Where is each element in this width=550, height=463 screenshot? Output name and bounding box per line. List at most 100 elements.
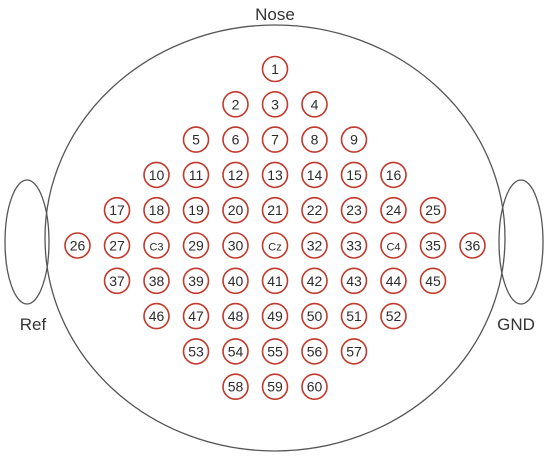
electrode-label: 58 (228, 379, 244, 395)
electrode-55: 55 (261, 338, 289, 365)
electrode-ring (261, 55, 289, 83)
electrode-label: 36 (465, 238, 481, 254)
electrode-33: 33 (340, 232, 368, 259)
electrode-ring (419, 267, 447, 295)
electrode-label: 43 (346, 273, 362, 289)
electrode-23: 23 (340, 196, 368, 224)
electrode-27: 27 (103, 232, 131, 259)
electrode-c3: C3 (143, 232, 170, 259)
electrode-47: 47 (182, 302, 210, 330)
electrode-51: 51 (340, 302, 368, 330)
electrode-label: 50 (307, 308, 323, 324)
electrode-ring (340, 161, 368, 189)
electrode-18: 18 (143, 196, 170, 224)
electrode-56: 56 (301, 338, 328, 365)
electrode-46: 46 (143, 302, 170, 330)
electrode-ring (261, 91, 289, 118)
electrode-ring (222, 126, 249, 153)
electrode-label: 2 (232, 96, 240, 112)
electrode-cz: Cz (261, 232, 289, 259)
electrode-45: 45 (419, 267, 447, 295)
electrode-ring (182, 302, 210, 330)
electrode-6: 6 (222, 126, 249, 153)
electrode-label: 1 (271, 61, 279, 77)
electrode-3: 3 (261, 91, 289, 118)
electrode-26: 26 (64, 232, 91, 259)
electrode-label: 45 (425, 273, 441, 289)
electrode-label: 44 (386, 273, 402, 289)
electrode-label: 38 (149, 273, 165, 289)
electrode-ring (261, 126, 289, 153)
electrode-29: 29 (182, 232, 210, 259)
electrode-label: 13 (267, 167, 283, 183)
electrode-c4: C4 (380, 232, 407, 259)
electrode-ring (340, 232, 368, 259)
electrode-ring (143, 161, 170, 189)
electrode-label: 15 (346, 167, 362, 183)
electrode-32: 32 (301, 232, 328, 259)
electrode-35: 35 (419, 232, 447, 259)
electrode-44: 44 (380, 267, 407, 295)
electrode-label: 35 (425, 238, 441, 254)
electrode-30: 30 (222, 232, 249, 259)
electrode-ring (222, 338, 249, 365)
electrode-ring (222, 196, 249, 224)
electrode-ring (143, 267, 170, 295)
electrode-ring (182, 126, 210, 153)
electrode-label: 49 (267, 308, 283, 324)
electrode-label: 20 (228, 202, 244, 218)
electrode-label: C4 (386, 242, 400, 254)
electrode-60: 60 (301, 373, 328, 401)
electrode-ring (301, 126, 328, 153)
electrode-label: Cz (268, 242, 281, 254)
electrode-ring (261, 338, 289, 365)
electrode-52: 52 (380, 302, 407, 330)
electrode-ring (222, 232, 249, 259)
electrode-label: 52 (386, 308, 402, 324)
electrode-label: C3 (149, 242, 163, 254)
nose-label: Nose (255, 5, 295, 24)
electrode-13: 13 (261, 161, 289, 189)
electrode-38: 38 (143, 267, 170, 295)
electrode-54: 54 (222, 338, 249, 365)
electrode-ring (103, 232, 131, 259)
electrode-12: 12 (222, 161, 249, 189)
electrode-ring (143, 232, 170, 259)
electrode-49: 49 (261, 302, 289, 330)
electrode-ring (380, 302, 407, 330)
electrode-label: 17 (109, 202, 125, 218)
electrode-ring (261, 232, 289, 259)
electrode-label: 14 (307, 167, 323, 183)
electrode-7: 7 (261, 126, 289, 153)
electrode-label: 33 (346, 238, 362, 254)
electrode-label: 30 (228, 238, 244, 254)
electrode-label: 12 (228, 167, 244, 183)
electrode-label: 29 (188, 238, 204, 254)
electrode-21: 21 (261, 196, 289, 224)
right-ear (498, 179, 544, 305)
electrode-label: 11 (189, 167, 204, 183)
electrode-label: 39 (188, 273, 204, 289)
electrode-label: 5 (192, 132, 200, 148)
ref-label: Ref (20, 315, 47, 334)
electrode-36: 36 (459, 232, 486, 259)
electrode-label: 40 (228, 273, 244, 289)
electrode-label: 54 (228, 343, 244, 359)
electrode-ring (301, 161, 328, 189)
electrode-label: 3 (271, 96, 279, 112)
electrode-2: 2 (222, 91, 249, 118)
electrode-15: 15 (340, 161, 368, 189)
electrode-label: 32 (307, 238, 323, 254)
electrode-ring (261, 267, 289, 295)
electrode-ring (143, 196, 170, 224)
electrode-16: 16 (380, 161, 407, 189)
electrode-ring (182, 161, 210, 189)
electrode-40: 40 (222, 267, 249, 295)
electrode-label: 19 (188, 202, 204, 218)
electrode-ring (380, 232, 407, 259)
electrode-1: 1 (261, 55, 289, 83)
electrode-label: 56 (307, 343, 323, 359)
electrode-label: 60 (307, 379, 323, 395)
